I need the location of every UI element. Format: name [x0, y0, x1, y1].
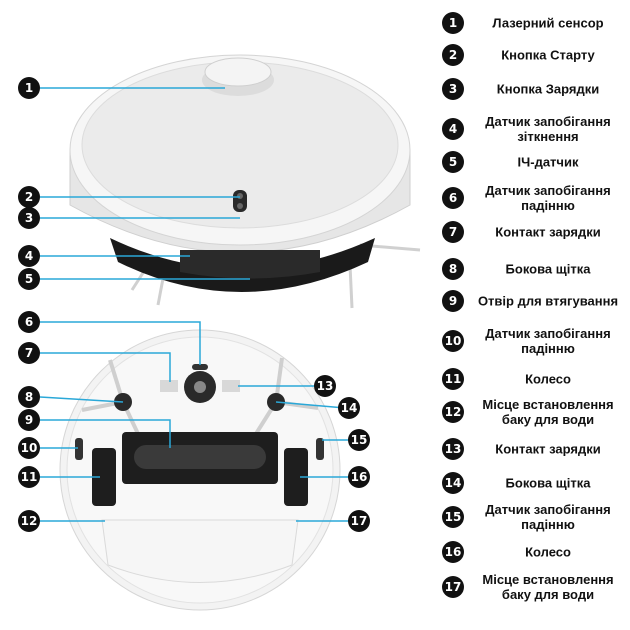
legend-item-10: 10 Датчик запобігання падінню — [438, 326, 628, 356]
legend-number: 5 — [442, 151, 464, 173]
callout-13: 13 — [314, 375, 336, 397]
callout-11: 11 — [18, 466, 40, 488]
callout-14: 14 — [338, 397, 360, 419]
legend-item-15: 15 Датчик запобігання падінню — [438, 502, 628, 532]
legend-label: Кнопка Зарядки — [496, 81, 600, 97]
callout-7: 7 — [18, 342, 40, 364]
legend-label: Кнопка Старту — [501, 47, 595, 63]
legend-item-11: 11 Колесо — [438, 364, 628, 394]
laser-sensor — [202, 57, 274, 96]
legend-label: Контакт зарядки — [495, 441, 601, 457]
callout-1: 1 — [18, 77, 40, 99]
legend-item-1: 1 Лазерний сенсор — [438, 8, 628, 38]
legend-item-16: 16 Колесо — [438, 537, 628, 567]
cliff-sensor-right — [316, 438, 324, 460]
legend-label: Колесо — [525, 371, 571, 387]
legend-label: Бокова щітка — [505, 475, 591, 491]
legend-item-14: 14 Бокова щітка — [438, 468, 628, 498]
legend-item-8: 8 Бокова щітка — [438, 254, 628, 284]
top-view-robot — [69, 54, 421, 309]
legend-label: Лазерний сенсор — [492, 15, 604, 31]
legend-label: Колесо — [525, 544, 571, 560]
legend-label: Отвір для втягування — [477, 293, 619, 309]
legend-item-17: 17 Місце встановлення баку для води — [438, 572, 628, 602]
legend-label: Датчик запобігання зіткнення — [485, 114, 611, 144]
legend-item-13: 13 Контакт зарядки — [438, 434, 628, 464]
charging-contact-right — [222, 380, 240, 392]
legend-number: 9 — [442, 290, 464, 312]
legend-item-4: 4 Датчик запобігання зіткнення — [438, 114, 628, 144]
wheel-left — [92, 448, 116, 506]
callout-8: 8 — [18, 386, 40, 408]
legend-item-12: 12 Місце встановлення баку для води — [438, 397, 628, 427]
legend-label: Датчик запобігання падінню — [485, 502, 611, 532]
wheel-right — [284, 448, 308, 506]
legend-number: 10 — [442, 330, 464, 352]
callout-2: 2 — [18, 186, 40, 208]
callout-5: 5 — [18, 268, 40, 290]
legend-number: 11 — [442, 368, 464, 390]
legend-number: 17 — [442, 576, 464, 598]
legend-item-2: 2 Кнопка Старту — [438, 40, 628, 70]
cliff-sensor-front — [192, 364, 208, 370]
legend-number: 7 — [442, 221, 464, 243]
legend-number: 3 — [442, 78, 464, 100]
legend-number: 16 — [442, 541, 464, 563]
start-button — [233, 190, 247, 212]
legend-item-7: 7 Контакт зарядки — [438, 217, 628, 247]
legend-number: 1 — [442, 12, 464, 34]
callout-12: 12 — [18, 510, 40, 532]
legend-label: Датчик запобігання падінню — [485, 326, 611, 356]
legend-number: 4 — [442, 118, 464, 140]
legend-number: 15 — [442, 506, 464, 528]
cliff-sensor-left — [75, 438, 83, 460]
legend-label: Місце встановлення баку для води — [482, 572, 614, 602]
callout-9: 9 — [18, 409, 40, 431]
legend-item-3: 3 Кнопка Зарядки — [438, 74, 628, 104]
callout-10: 10 — [18, 437, 40, 459]
legend-number: 14 — [442, 472, 464, 494]
callout-15: 15 — [348, 429, 370, 451]
callout-6: 6 — [18, 311, 40, 333]
charging-contact-left — [160, 380, 178, 392]
legend-number: 8 — [442, 258, 464, 280]
legend-number: 6 — [442, 187, 464, 209]
callout-4: 4 — [18, 245, 40, 267]
caster-wheel — [184, 371, 216, 403]
legend-label: Місце встановлення баку для води — [482, 397, 614, 427]
legend-label: Бокова щітка — [505, 261, 591, 277]
legend-label: Контакт зарядки — [495, 224, 601, 240]
callout-3: 3 — [18, 207, 40, 229]
suction-opening — [122, 432, 278, 484]
legend-item-6: 6 Датчик запобігання падінню — [438, 183, 628, 213]
callout-17: 17 — [348, 510, 370, 532]
legend-number: 13 — [442, 438, 464, 460]
leader-lines — [39, 87, 355, 522]
bottom-view-robot — [59, 329, 341, 611]
water-tank-slot — [101, 519, 299, 583]
legend-number: 2 — [442, 44, 464, 66]
legend-label: ІЧ-датчик — [517, 154, 579, 170]
legend-item-9: 9 Отвір для втягування — [438, 286, 628, 316]
callout-16: 16 — [348, 466, 370, 488]
legend-label: Датчик запобігання падінню — [485, 183, 611, 213]
legend-number: 12 — [442, 401, 464, 423]
legend-item-5: 5 ІЧ-датчик — [438, 147, 628, 177]
